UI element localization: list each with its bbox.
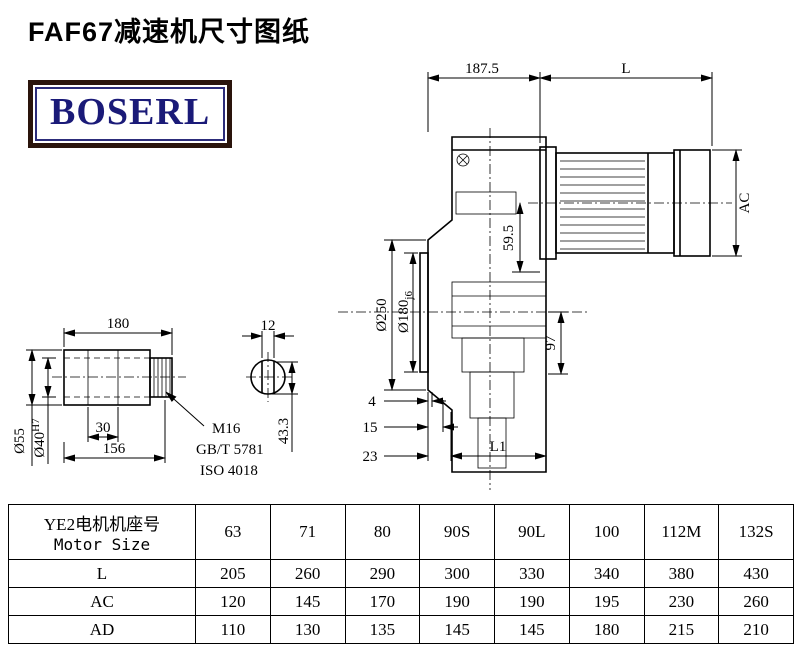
table-cell: 190 [419, 587, 495, 616]
table-cell: 120 [195, 587, 271, 616]
dim-label-o55: Ø55 [12, 428, 28, 454]
page-title: FAF67减速机尺寸图纸 [28, 17, 311, 47]
table-cell: 145 [269, 587, 346, 616]
row-label: AD [8, 615, 196, 644]
dim-label-L1: L1 [490, 439, 507, 455]
gear-housing-outline [419, 136, 547, 473]
size-col-header: 63 [195, 504, 271, 560]
table-cell: 290 [344, 559, 421, 588]
dim-label-4: 4 [368, 394, 376, 410]
dim-label-97: 97 [543, 335, 559, 351]
dimension-lines [26, 72, 742, 466]
dim-label-43-3: 43.3 [276, 418, 292, 444]
table-cell: 230 [643, 587, 720, 616]
size-col-header: 100 [568, 504, 645, 560]
dim-label-59-5: 59.5 [501, 225, 517, 251]
row-label: L [8, 559, 196, 588]
table-cell: 135 [344, 615, 421, 644]
dim-label-AC: AC [737, 193, 753, 214]
dim-label-L: L [621, 61, 630, 77]
motor-size-header: YE2电机机座号 Motor Size [8, 504, 196, 560]
motor-size-header-cn: YE2电机机座号 [43, 515, 161, 534]
motor-outline [539, 146, 711, 260]
table-row: AD 110 130 135 145 145 180 215 210 [8, 615, 794, 644]
table-cell: 205 [195, 559, 271, 588]
dim-label-23: 23 [363, 449, 378, 465]
note-thread: M16 [212, 421, 241, 437]
size-col-header: 132S [718, 504, 794, 560]
key-section-outline [250, 359, 286, 395]
table-cell: 330 [494, 559, 570, 588]
table-cell: 170 [344, 587, 421, 616]
dim-label-187-5: 187.5 [465, 61, 499, 77]
size-col-header: 90S [419, 504, 495, 560]
note-standard-gb: GB/T 5781 [196, 442, 264, 458]
dim-label-30: 30 [96, 420, 111, 436]
dim-label-156: 156 [103, 441, 126, 457]
table-header-row: YE2电机机座号 Motor Size 63 71 80 90S 90L 100… [8, 504, 794, 560]
size-col-header: 112M [643, 504, 720, 560]
dim-label-180: 180 [107, 316, 130, 332]
table-cell: 260 [718, 587, 794, 616]
dim-label-12: 12 [261, 318, 276, 334]
table-row: AC 120 145 170 190 190 195 230 260 [8, 587, 794, 616]
table-cell: 215 [643, 615, 720, 644]
table-cell: 340 [568, 559, 645, 588]
table-cell: 145 [419, 615, 495, 644]
dim-label-o40: Ø40H7 [30, 418, 48, 458]
table-cell: 190 [494, 587, 570, 616]
table-cell: 210 [718, 615, 794, 644]
table-cell: 430 [718, 559, 794, 588]
row-label: AC [8, 587, 196, 616]
table-row: L 205 260 290 300 330 340 380 430 [8, 559, 794, 588]
motor-size-header-en: Motor Size [53, 535, 151, 554]
dim-label-o180: Ø180j6 [396, 291, 415, 333]
table-cell: 110 [195, 615, 271, 644]
table-cell: 300 [419, 559, 495, 588]
dimension-table: YE2电机机座号 Motor Size 63 71 80 90S 90L 100… [8, 504, 794, 644]
size-col-header: 80 [344, 504, 421, 560]
motor-cooling-fins [560, 160, 645, 250]
table-cell: 380 [643, 559, 720, 588]
gear-internals [451, 191, 547, 469]
size-col-header: 71 [269, 504, 346, 560]
brand-logo: BOSERL [35, 87, 226, 141]
table-cell: 130 [269, 615, 346, 644]
shaft-detail-outline [63, 349, 173, 406]
brand-logo-frame: BOSERL [28, 80, 233, 148]
size-col-header: 90L [494, 504, 570, 560]
note-standard-iso: ISO 4018 [200, 463, 258, 479]
table-cell: 260 [269, 559, 346, 588]
dimension-drawing: 187.5 L AC Ø250 Ø180j6 59.5 97 4 15 23 L… [12, 61, 753, 490]
table-cell: 195 [568, 587, 645, 616]
table-cell: 145 [494, 615, 570, 644]
table-cell: 180 [568, 615, 645, 644]
dim-label-15: 15 [363, 420, 378, 436]
dim-label-o250: Ø250 [374, 298, 390, 331]
